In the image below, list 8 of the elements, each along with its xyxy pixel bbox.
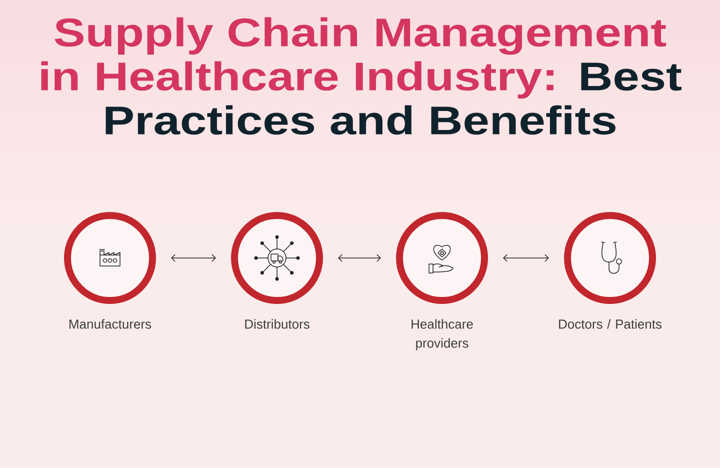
title: Supply Chain Management in Healthcare Industry: Best Practices and Benefits (41, 17, 682, 135)
double-arrow (171, 254, 216, 262)
node-label: Distributors (245, 319, 310, 329)
node-label: Healthcare providers (412, 319, 473, 350)
node-label: Manufacturers (70, 319, 152, 329)
double-arrow (338, 254, 381, 262)
double-arrow (503, 254, 549, 262)
node-label: Doctors / Patients (559, 319, 662, 329)
